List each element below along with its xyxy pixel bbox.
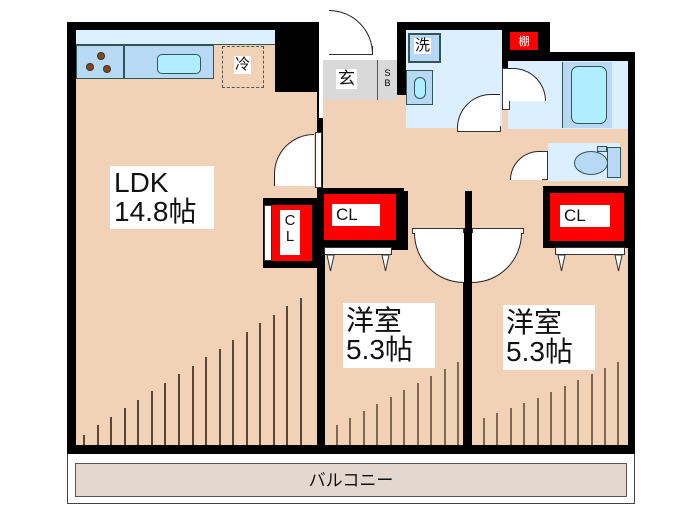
western1-closet-door[interactable] [324, 247, 392, 255]
western1-size: 5.3帖 [346, 334, 413, 366]
kitchen-sink-counter [124, 45, 214, 79]
ldk-flooring-lines [83, 298, 302, 445]
western2-size: 5.3帖 [506, 336, 573, 368]
western2-flooring-lines [483, 362, 619, 445]
closet-label-line2: L [285, 227, 295, 245]
shelf-label: 棚 [518, 36, 530, 48]
western1-label: 洋室 5.3帖 [343, 303, 435, 368]
ldk-closet-label: C L [280, 210, 300, 255]
fridge-space: 冷 [222, 46, 264, 88]
bathtub-basin-icon [571, 66, 607, 124]
washer-space: 洗 [408, 33, 441, 63]
entrance-door[interactable] [329, 10, 373, 54]
burner-icon [97, 52, 105, 60]
closet-label-line1: C [284, 212, 296, 229]
western2-label: 洋室 5.3帖 [503, 305, 595, 370]
ldk-closet: C L [272, 205, 312, 261]
ldk-closet-door[interactable] [264, 205, 272, 261]
ldk-name: LDK [114, 167, 169, 198]
western1-flooring-lines [336, 362, 459, 445]
western2-closet: CL [550, 193, 624, 241]
shoe-box-line1: S [384, 68, 391, 78]
burner-icon [103, 65, 111, 73]
bathtub [562, 62, 612, 128]
toilet-lid-icon [597, 146, 607, 152]
balcony: バルコニー [75, 463, 627, 497]
ldk-size: 14.8帖 [114, 196, 197, 228]
room-divider-wall [463, 228, 472, 448]
closet-hinge-icons [557, 255, 623, 272]
western1-closet: CL [324, 194, 396, 240]
entrance-label: 玄 [336, 69, 357, 89]
western1-name: 洋室 [346, 305, 403, 336]
burner-icon [86, 63, 94, 71]
western2-closet-label: CL [560, 205, 610, 227]
shoe-box[interactable]: S B [377, 60, 397, 100]
entrance: 玄 [323, 60, 377, 100]
washbasin-bowl-icon [414, 77, 426, 99]
western2-name: 洋室 [506, 307, 563, 338]
toilet-bowl-icon [574, 151, 608, 175]
ldk-label: LDK 14.8帖 [110, 166, 214, 229]
western1-closet-label: CL [332, 204, 380, 226]
toilet-door-frame [541, 151, 548, 180]
fridge-label: 冷 [234, 56, 252, 74]
shoe-box-line2: B [384, 78, 391, 88]
sink-icon [157, 54, 201, 74]
washer-label: 洗 [414, 37, 432, 54]
shelf: 棚 [510, 32, 538, 50]
kitchen-backsplash [76, 30, 275, 45]
balcony-label: バルコニー [308, 471, 394, 490]
kitchen-stove [76, 45, 124, 79]
toilet-tank-icon [607, 147, 621, 178]
ldk-pillar [275, 22, 319, 92]
washbasin [406, 70, 433, 105]
western2-closet-door[interactable] [555, 247, 625, 255]
closet-hinge-icons [326, 255, 390, 272]
ldk-door-frame [315, 132, 322, 188]
